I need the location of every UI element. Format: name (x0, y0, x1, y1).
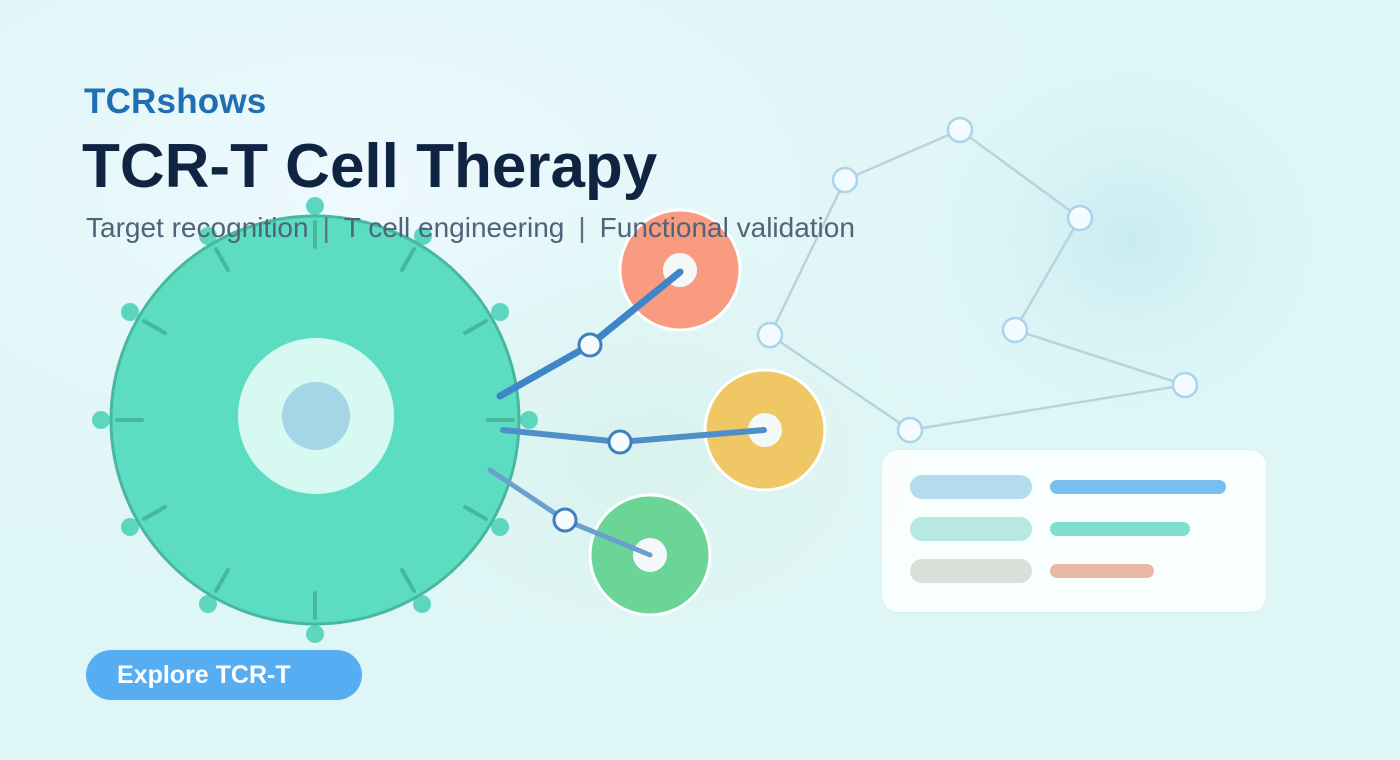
network-graph-icon (768, 128, 1186, 432)
subtitle-item-t-cell-engineering: T cell engineering (343, 212, 565, 243)
panel-row-label (910, 517, 1032, 541)
connector-nodes (552, 332, 633, 533)
explore-button[interactable]: Explore TCR-T (86, 650, 362, 700)
t-cell-icon (92, 197, 538, 643)
subtitle-separator: | (578, 212, 586, 243)
subtitle-item-functional-validation: Functional validation (599, 212, 855, 243)
results-panel (882, 450, 1266, 612)
network-nodes (756, 116, 1199, 444)
panel-row-bar (1050, 564, 1154, 578)
subtitle: Target recognition | T cell engineering | Fu… (86, 214, 855, 242)
panel-row-bar (1050, 480, 1226, 494)
panel-row-label (910, 559, 1032, 583)
subtitle-item-target-recognition: Target recognition (86, 212, 309, 243)
panel-row-label (910, 475, 1032, 499)
brand-name: TCRshows (84, 82, 267, 121)
subtitle-separator: | (322, 212, 330, 243)
panel-row-bar (1050, 522, 1190, 536)
page-title: TCR-T Cell Therapy (82, 132, 658, 201)
